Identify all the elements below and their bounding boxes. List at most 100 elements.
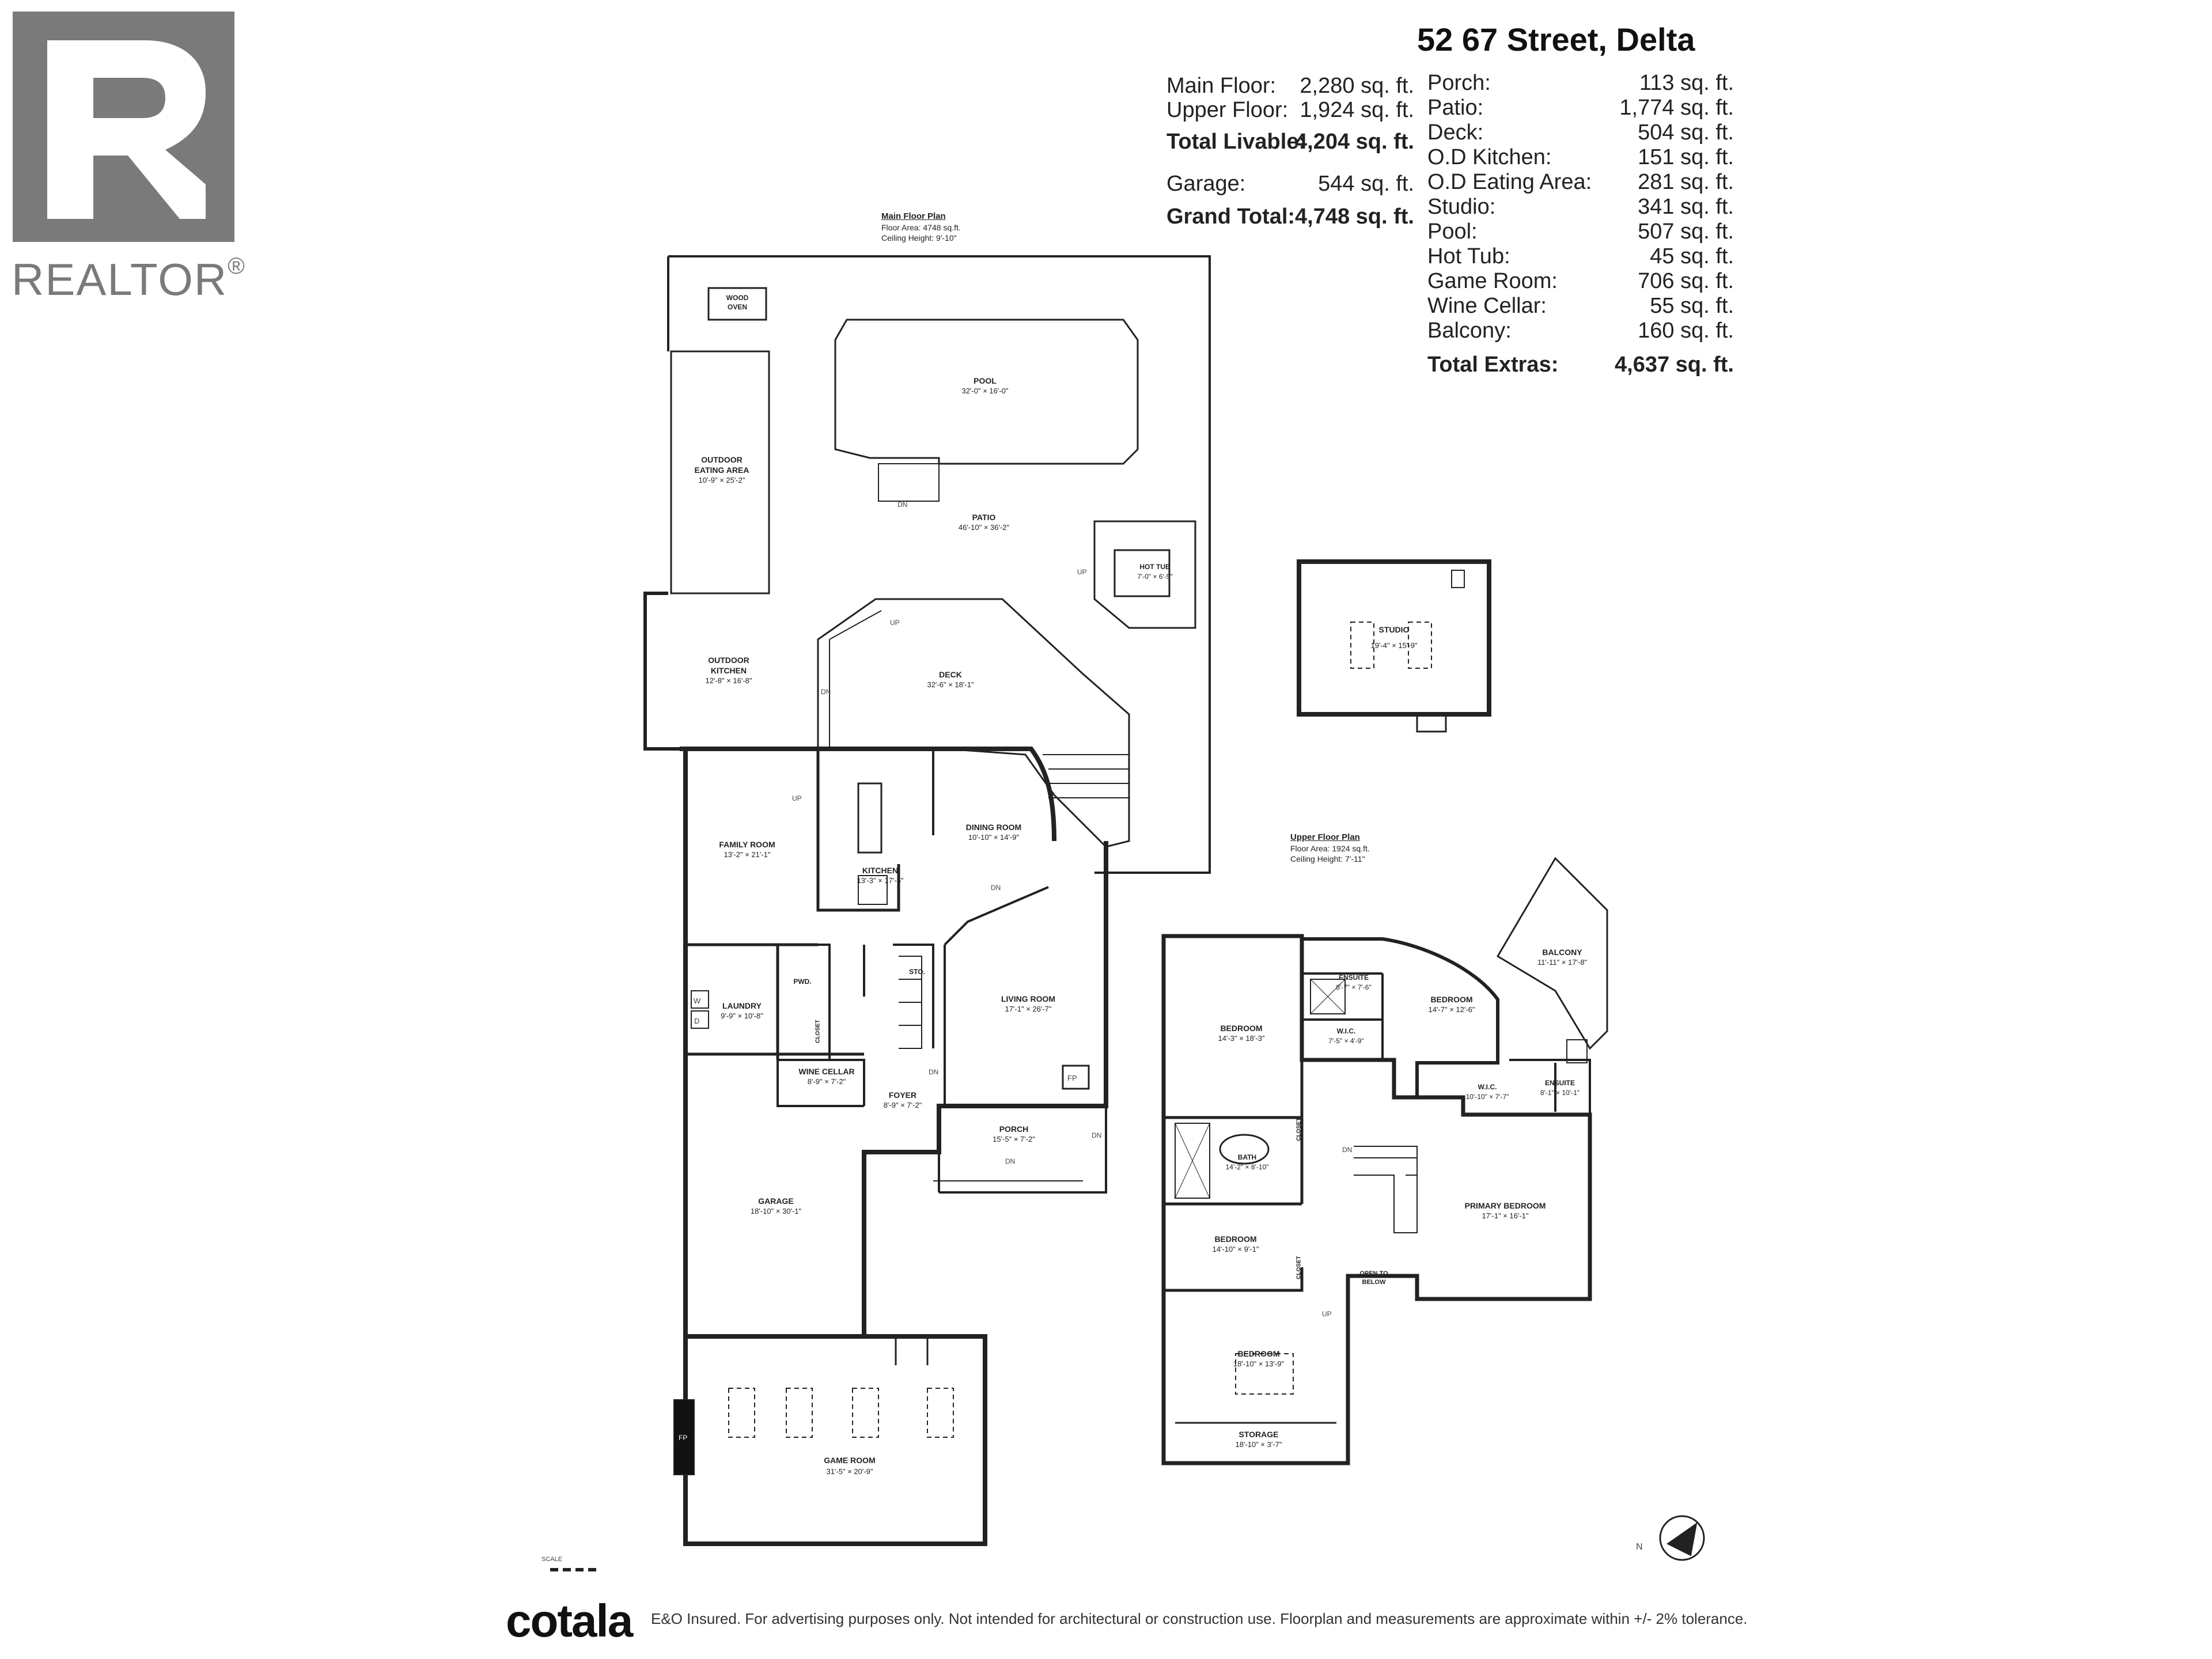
studio-walls [1297,559,1491,717]
extra-stat-value: 507 sq. ft. [1638,219,1734,244]
extra-stat-value: 151 sq. ft. [1638,145,1734,169]
deck-dn: DN [821,688,831,696]
livable-stat-label: Upper Floor: [1166,98,1289,122]
extra-stat-value: 706 sq. ft. [1638,269,1734,293]
hot-tub-up: UP [1077,568,1087,576]
balcony [1496,857,1608,1050]
wine-cellar-label: WINE CELLAR [798,1067,855,1076]
foyer-dim: 8'-9" × 7'-2" [883,1101,922,1109]
extra-stat-value: 281 sq. ft. [1638,170,1734,194]
porch-label: PORCH [999,1124,1029,1134]
studio-label: STUDIO [1378,625,1410,634]
deck-dim: 32'-6" × 18'-1" [927,680,974,689]
extra-stat-value: 504 sq. ft. [1638,120,1734,145]
extra-stat-label: O.D Eating Area: [1427,170,1592,194]
garage-label: GARAGE [758,1196,794,1206]
closet-label-bedroom: CLOSET [1296,1256,1302,1279]
north-label: N [1636,1542,1643,1552]
extra-stat-value: 55 sq. ft. [1650,294,1734,318]
family-room-label: FAMILY ROOM [719,840,775,849]
bedroom-c-dim: 14'-10" × 9'-1" [1212,1245,1259,1253]
bedroom-b-label: BEDROOM [1430,995,1473,1004]
wic-b-dim: 10'-10" × 7'-7" [1465,1093,1509,1101]
livable-stat-label: Grand Total: [1166,204,1296,229]
extra-stat-label: Pool: [1427,219,1478,244]
extra-stat-label: Porch: [1427,71,1491,95]
wood-oven [707,287,767,321]
realtor-wordmark: REALTOR® [12,253,246,305]
closet-label-bath: CLOSET [1296,1118,1302,1141]
living-room-dim: 17'-1" × 26'-7" [1005,1005,1052,1013]
game-fp-label: FP [679,1434,687,1442]
pool-dim: 32'-0" × 16'-0" [961,387,1009,395]
livable-stat-value: 544 sq. ft. [1318,172,1414,196]
livable-stat-value: 1,924 sq. ft. [1300,98,1414,122]
kitchen-walls [816,749,900,912]
upper-plan-title: Upper Floor Plan [1290,832,1360,842]
open-below-label-1: OPEN TO [1359,1270,1388,1277]
game-room-walls [683,1334,987,1546]
washer-label: W [694,997,701,1005]
extra-stat-label: O.D Kitchen: [1427,145,1552,169]
outdoor-kitchen [643,592,680,751]
livable-stat-label: Garage: [1166,172,1246,196]
outdoor-eating-label-1: OUTDOOR [701,455,743,464]
patio-dim: 46'-10" × 36'-2" [958,523,1010,532]
property-address: 52 67 Street, Delta [1417,21,1695,58]
pool-label: POOL [974,376,997,385]
wood-oven-label-1: WOOD [726,294,749,302]
bedroom-d-dim: 18'-10" × 13'-9" [1233,1359,1285,1368]
wic-a-dim: 7'-5" × 4'-9" [1328,1037,1364,1045]
closet-label-main: CLOSET [815,1020,821,1043]
storage-dim: 18'-10" × 3'-7" [1235,1440,1282,1449]
ensuite-b-dim: 8'-1" × 10'-1" [1540,1089,1580,1097]
deck [817,598,1130,848]
hot-tub-surround [1093,520,1196,629]
outdoor-eating-dim: 10'-9" × 25'-2" [698,476,745,484]
studio-dim: 19'-4" × 15'-9" [1370,641,1418,650]
shower [1175,1123,1210,1199]
extra-stat-label: Game Room: [1427,269,1558,293]
living-dn: DN [991,884,1001,892]
main-plan-area: Floor Area: 4748 sq.ft. [881,223,961,232]
extra-stat-value: 160 sq. ft. [1638,319,1734,343]
upper-plan-ceiling: Ceiling Height: 7'-11" [1290,854,1365,863]
living-room-wall [944,886,1049,1106]
main-plan-title: Main Floor Plan [881,211,946,221]
garage-dim: 18'-10" × 30'-1" [750,1207,802,1215]
primary-bedroom-label: PRIMARY BEDROOM [1464,1201,1546,1210]
living-room-label: LIVING ROOM [1001,994,1056,1003]
main-plan-ceiling: Ceiling Height: 9'-10" [881,233,957,243]
balcony-label: BALCONY [1542,948,1582,957]
game-room-fireplace [673,1399,695,1475]
family-up: UP [792,794,802,802]
upper-up: UP [1322,1310,1332,1318]
kitchen-island [857,782,882,854]
bath-label: BATH [1237,1153,1257,1161]
game-room-label: GAME ROOM [824,1456,876,1465]
wic-a-label: W.I.C. [1336,1027,1356,1035]
livable-stat-value: 2,280 sq. ft. [1300,74,1414,98]
livable-stat-label: Total Livable: [1166,130,1306,154]
pwd-label: PWD. [793,978,812,986]
wine-cellar-walls [777,944,865,1107]
porch-outline [932,749,1107,1194]
scale-label: SCALE [541,1556,562,1563]
open-below-label-2: BELOW [1362,1279,1386,1286]
house-exterior [680,747,1108,1339]
extra-stat-label: Studio: [1427,195,1496,219]
extra-stat-label: Wine Cellar: [1427,294,1547,318]
outdoor-eating-area [670,350,770,594]
ensuite-a-dim: 8'-7" × 7'-6" [1336,983,1372,991]
porch-dn-right: DN [1092,1131,1101,1139]
laundry-label: LAUNDRY [722,1001,762,1010]
north-arrow-circle [1659,1515,1705,1561]
livable-stat-value: 4,748 sq. ft. [1295,204,1414,229]
wic-b-label: W.I.C. [1478,1083,1497,1091]
outdoor-eating-label-2: EATING AREA [694,465,749,475]
total-extras-value: 4,637 sq. ft. [1615,353,1734,377]
sto-label: STO. [909,968,925,976]
wood-oven-label-2: OVEN [727,303,748,311]
property-boundary [668,255,1211,874]
